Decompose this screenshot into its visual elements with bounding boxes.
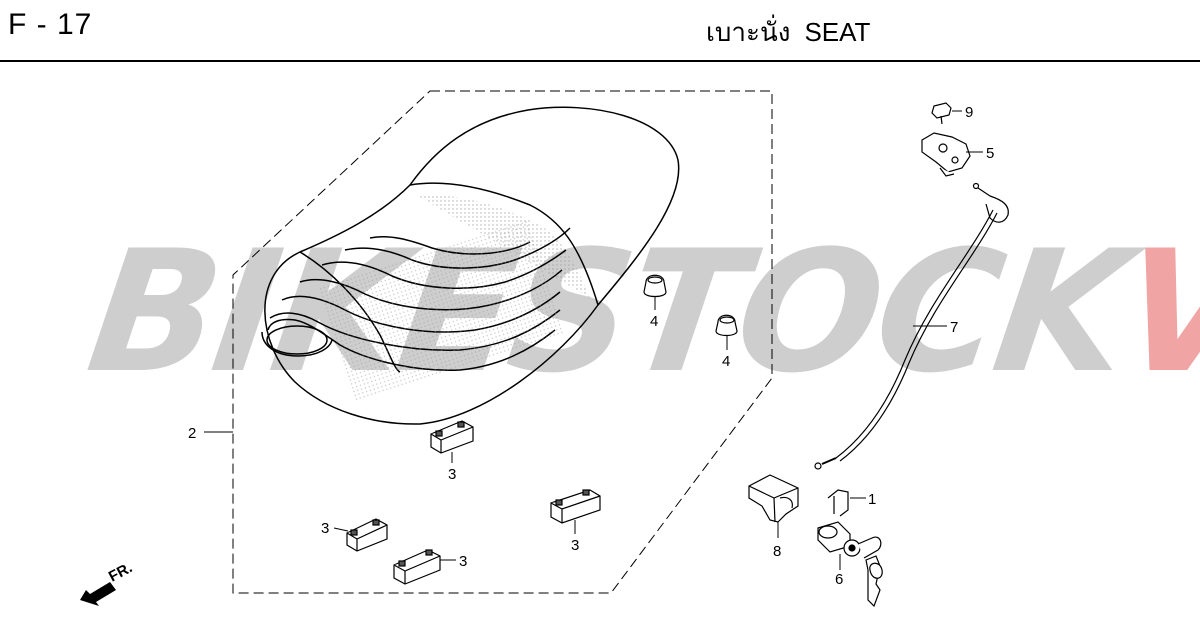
lock-holder-8 xyxy=(748,474,799,523)
grommet-4-left xyxy=(643,274,667,298)
callout-3-left: 3 xyxy=(321,520,329,537)
cushion-3-upper xyxy=(430,420,474,454)
front-direction-arrow xyxy=(80,582,116,606)
grommet-4-right xyxy=(715,314,738,337)
front-direction-label: FR. xyxy=(106,559,135,585)
seat-lock-set-6 xyxy=(817,521,883,608)
page-title: เบาะนั่ง SEAT xyxy=(706,12,870,53)
page-code: F - 17 xyxy=(8,8,93,41)
callout-1: 1 xyxy=(868,491,876,508)
seat-part-2 xyxy=(261,106,680,425)
callout-5: 5 xyxy=(986,145,994,162)
callout-3-upper: 3 xyxy=(448,466,456,483)
cushion-3-right xyxy=(550,489,601,524)
leader-3-left xyxy=(333,527,349,532)
callout-3-right: 3 xyxy=(571,537,579,554)
callout-2: 2 xyxy=(188,425,196,442)
callout-7: 7 xyxy=(950,319,958,336)
header-divider xyxy=(0,60,1200,62)
callout-6: 6 xyxy=(835,571,843,588)
seat-release-cable-7 xyxy=(814,182,1009,470)
callout-8: 8 xyxy=(773,543,781,560)
cushion-3-lower xyxy=(393,549,441,585)
clip-1 xyxy=(827,489,849,517)
bolt-9 xyxy=(931,102,952,125)
title-thai: เบาะนั่ง xyxy=(706,17,791,47)
callout-4-left: 4 xyxy=(650,313,658,330)
title-english: SEAT xyxy=(804,17,871,47)
callout-9: 9 xyxy=(965,104,973,121)
seat-assembly-boundary xyxy=(232,90,773,594)
latch-bracket-5 xyxy=(921,132,971,177)
cushion-3-left xyxy=(346,518,388,552)
callout-3-lower: 3 xyxy=(459,553,467,570)
callout-4-right: 4 xyxy=(722,353,730,370)
